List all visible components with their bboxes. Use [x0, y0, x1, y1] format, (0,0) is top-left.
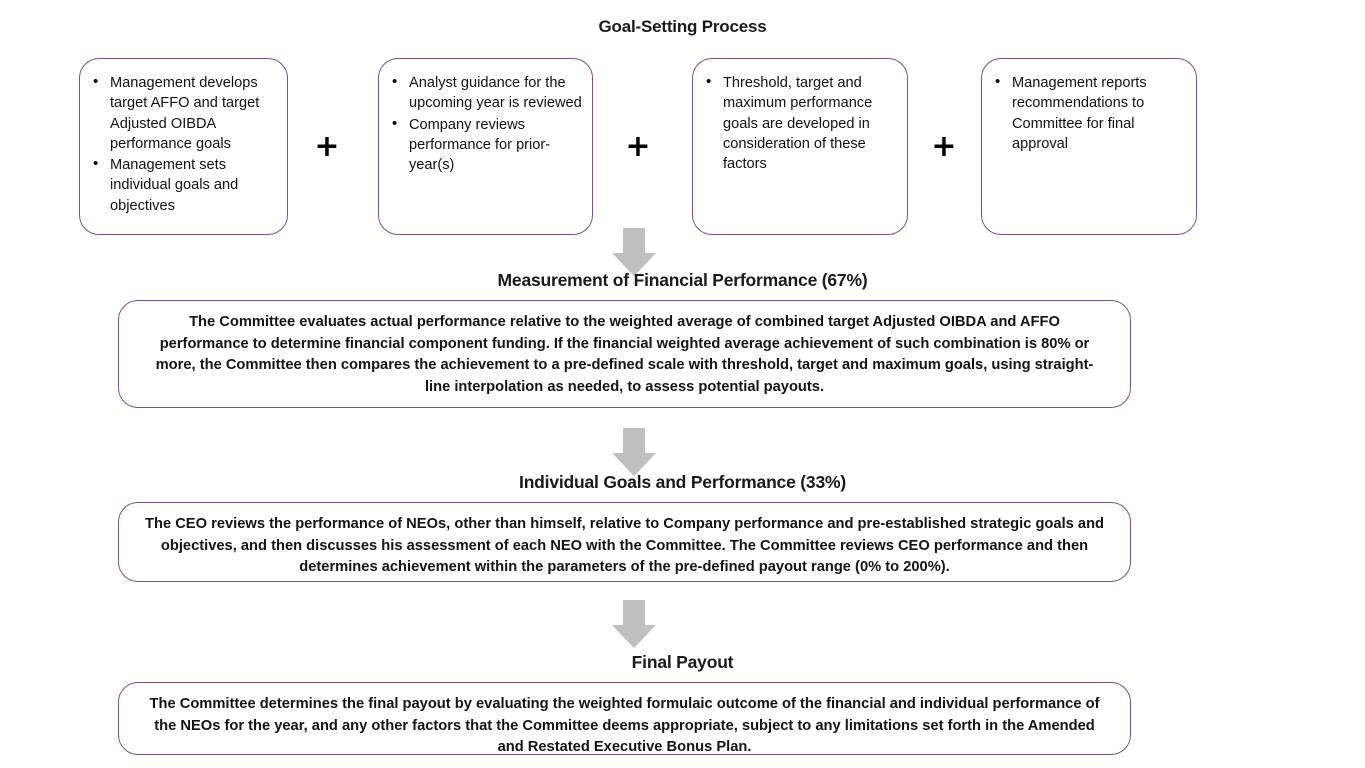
list-item: Analyst guidance for the upcoming year i…	[392, 72, 582, 114]
bullet-list: Threshold, target and maximum performanc…	[693, 59, 907, 174]
section-box-individual-goals: The CEO reviews the performance of NEOs,…	[118, 502, 1131, 582]
arrow-head	[612, 453, 656, 476]
process-box-management-reports: Management reports recommendations to Co…	[981, 58, 1197, 235]
arrow-shaft	[623, 600, 645, 626]
down-arrow-icon	[612, 428, 656, 476]
list-item: Management sets individual goals and obj…	[93, 154, 277, 216]
process-box-threshold-target-maximum: Threshold, target and maximum performanc…	[692, 58, 908, 235]
down-arrow-icon	[612, 600, 656, 648]
list-item: Threshold, target and maximum performanc…	[706, 72, 897, 174]
list-item: Management reports recommendations to Co…	[995, 72, 1186, 154]
bullet-list: Analyst guidance for the upcoming year i…	[379, 59, 592, 175]
plus-icon: +	[314, 129, 340, 164]
process-box-management-goals: Management develops target AFFO and targ…	[79, 58, 288, 235]
section-box-financial-performance: The Committee evaluates actual performan…	[118, 300, 1131, 408]
arrow-head	[612, 625, 656, 648]
bullet-list: Management reports recommendations to Co…	[982, 59, 1196, 154]
list-item: Company reviews performance for prior-ye…	[392, 114, 582, 176]
section-heading-individual-goals: Individual Goals and Performance (33%)	[519, 472, 846, 492]
section-body-text: The Committee determines the final payou…	[149, 696, 1100, 755]
bullet-list: Management develops target AFFO and targ…	[80, 59, 287, 216]
diagram-title: Goal-Setting Process	[598, 17, 767, 36]
arrow-shaft	[623, 228, 645, 254]
plus-icon: +	[625, 129, 651, 164]
arrow-shaft	[623, 428, 645, 454]
section-box-final-payout: The Committee determines the final payou…	[118, 682, 1131, 755]
list-item: Management develops target AFFO and targ…	[93, 72, 277, 154]
arrow-head	[612, 253, 656, 276]
section-heading-final-payout: Final Payout	[631, 652, 734, 672]
section-body-text: The Committee evaluates actual performan…	[155, 314, 1094, 395]
section-body-text: The CEO reviews the performance of NEOs,…	[145, 516, 1105, 575]
section-heading-financial-performance: Measurement of Financial Performance (67…	[497, 270, 868, 290]
down-arrow-icon	[612, 228, 656, 276]
plus-icon: +	[931, 129, 957, 164]
process-box-analyst-guidance: Analyst guidance for the upcoming year i…	[378, 58, 593, 235]
